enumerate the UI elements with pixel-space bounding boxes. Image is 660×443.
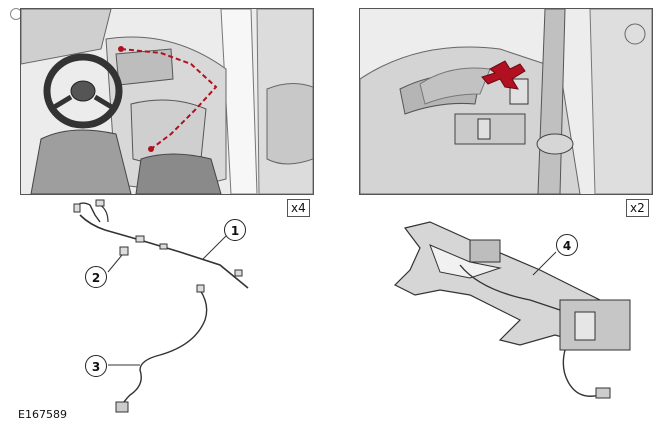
right-panel-quantity-badge: x2 [626, 199, 649, 217]
lead-component-3 [108, 284, 208, 413]
car-interior-door-illustration [21, 9, 313, 194]
figure-id-label: E167589 [18, 408, 67, 421]
rear-seat-belt-illustration [360, 9, 652, 194]
callout-2: 2 [85, 266, 107, 288]
left-panel-quantity-badge: x4 [287, 199, 310, 217]
callout-1: 1 [224, 219, 246, 241]
bracket-component-4 [393, 221, 631, 399]
callout-3: 3 [85, 355, 107, 377]
left-illustration-panel [20, 8, 314, 195]
right-illustration-panel [359, 8, 653, 195]
callout-4: 4 [556, 234, 578, 256]
connector-component-2 [107, 246, 129, 273]
